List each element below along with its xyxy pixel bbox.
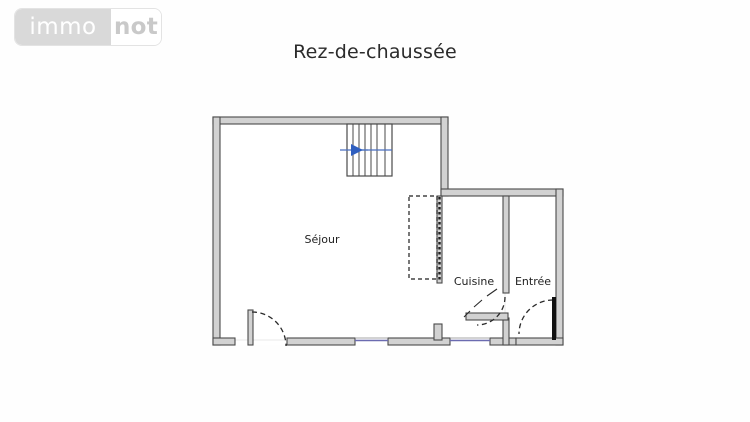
room-label-cuisine: Cuisine	[454, 275, 494, 288]
floor-fill	[213, 117, 563, 345]
logo-immo-text: immo	[29, 14, 97, 40]
wall-bottom-seg-2	[387, 337, 451, 346]
walls	[212, 116, 564, 346]
wall-door-jamb-sejour-left	[247, 309, 254, 346]
logo-not-segment: not	[111, 9, 161, 45]
cuisine-leader-line	[463, 288, 498, 318]
stair-direction-arrow	[340, 144, 392, 156]
wall-exterior-top	[212, 116, 449, 125]
wall-exterior-left	[212, 116, 221, 346]
wall-cuisine-entree-partition	[502, 195, 510, 294]
wall-bottom-left-stub	[212, 337, 236, 346]
floor-plan-title: Rez-de-chaussée	[293, 41, 457, 63]
wall-bottom-seg-1	[286, 337, 356, 346]
logo-not-text: not	[113, 14, 159, 40]
room-label-entree: Entrée	[515, 275, 551, 288]
door-sejour-bottom	[251, 311, 287, 347]
door-entree	[518, 297, 556, 340]
logo-immo-segment: immo	[15, 9, 111, 45]
staircase	[340, 123, 393, 177]
site-logo: immo not	[14, 8, 164, 48]
wall-exterior-right	[555, 188, 564, 346]
wall-bottom-pier	[433, 323, 443, 341]
door-entree-leaf	[552, 297, 556, 340]
pocket-door	[408, 195, 441, 281]
door-cuisine	[476, 296, 506, 326]
wall-sejour-right-upper	[440, 116, 449, 197]
wall-door-jamb-cuisine	[502, 317, 510, 346]
logo-badge: immo not	[14, 8, 162, 46]
wall-cuisine-counter	[465, 312, 509, 321]
room-label-sejour: Séjour	[304, 233, 340, 246]
wall-top-right-block	[440, 188, 564, 197]
wall-bottom-entree	[515, 337, 564, 346]
